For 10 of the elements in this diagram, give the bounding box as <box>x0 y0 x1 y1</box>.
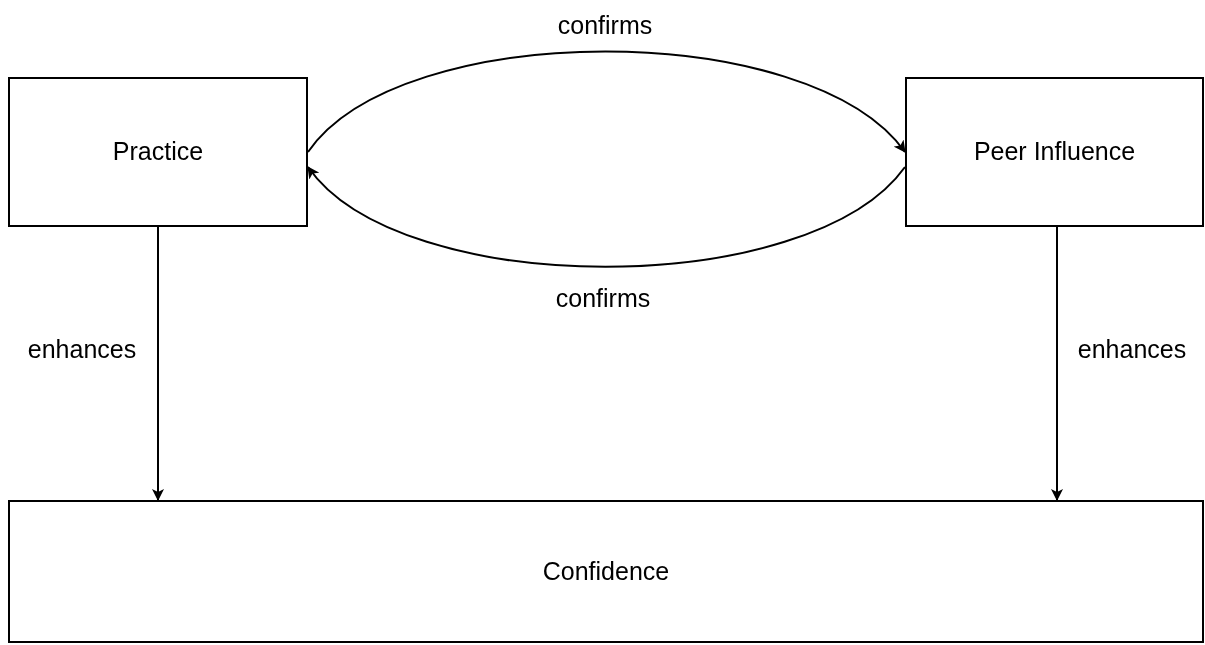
arrow <box>307 50 906 153</box>
box-label: Practice <box>112 136 204 168</box>
arrow <box>152 226 164 501</box>
box-label: Confidence <box>542 555 670 587</box>
process-box <box>8 500 1204 643</box>
box-label: Peer Influence <box>973 136 1136 168</box>
process-box <box>8 77 308 227</box>
arrow <box>307 166 906 268</box>
process-box <box>905 77 1204 227</box>
arrow <box>1051 226 1063 501</box>
